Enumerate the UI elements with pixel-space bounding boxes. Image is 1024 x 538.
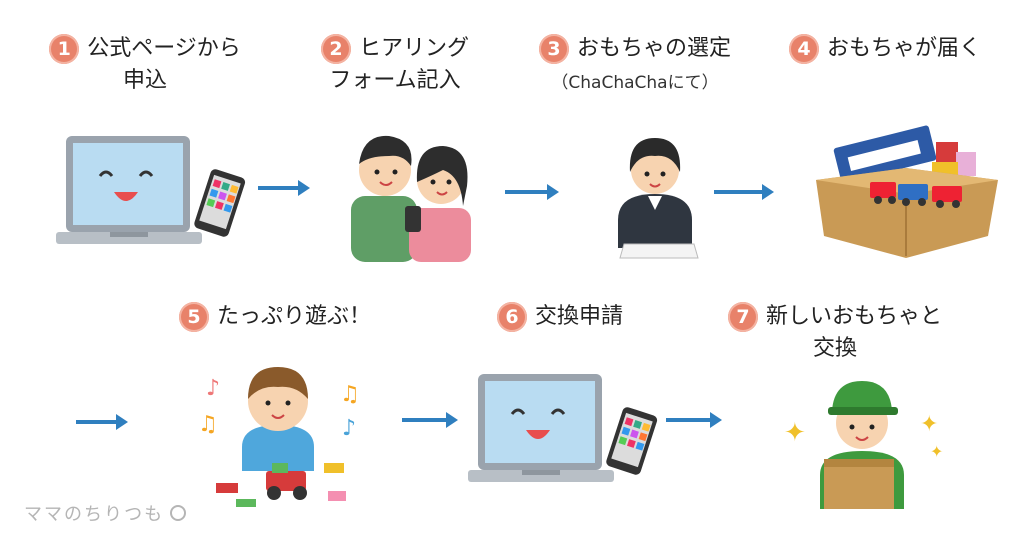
step-title-line2: フォーム記入 bbox=[329, 68, 461, 93]
step-number-badge: 3 bbox=[538, 34, 569, 64]
step-title: おもちゃの選定 bbox=[576, 36, 731, 61]
svg-text:✦: ✦ bbox=[784, 418, 806, 448]
step-2: 2 ヒアリング フォーム記入 bbox=[290, 34, 500, 98]
step-title-line2: 交換 bbox=[812, 336, 857, 361]
flow-arrow bbox=[258, 180, 310, 196]
step-number-badge: 7 bbox=[727, 302, 758, 332]
step-6: 6 交換申請 bbox=[470, 302, 650, 332]
svg-text:✦: ✦ bbox=[930, 442, 943, 461]
step-number-badge: 4 bbox=[788, 34, 819, 64]
staff-selecting-illustration bbox=[618, 138, 699, 259]
step-number-badge: 6 bbox=[496, 302, 527, 332]
flow-arrow bbox=[76, 414, 128, 430]
flow-arrow bbox=[714, 184, 774, 200]
step-3: 3 おもちゃの選定 （ChaChaChaにて） bbox=[520, 34, 750, 96]
step-title: たっぷり遊ぶ！ bbox=[216, 304, 371, 329]
step-4: 4 おもちゃが届く bbox=[770, 34, 1000, 64]
laptop-with-phone-illustration bbox=[56, 136, 246, 244]
step-title: おもちゃが届く bbox=[826, 36, 981, 61]
watermark: ママのちりつも bbox=[24, 500, 187, 526]
step-number-badge: 1 bbox=[49, 34, 80, 64]
step-title-line2: 申込 bbox=[122, 68, 167, 93]
step-5: 5 たっぷり遊ぶ！ bbox=[160, 302, 390, 332]
couple-illustration bbox=[351, 135, 471, 262]
step-title: 公式ページから bbox=[87, 36, 241, 61]
child-playing-illustration: ♪ ♫ ♫ ♪ bbox=[198, 367, 360, 507]
step-title: 交換申請 bbox=[534, 304, 623, 329]
svg-text:♫: ♫ bbox=[198, 412, 218, 437]
step-title: 新しいおもちゃと bbox=[765, 304, 942, 329]
delivery-person-illustration: ✦ ✦ ✦ bbox=[784, 381, 943, 509]
step-7: 7 新しいおもちゃと 交換 bbox=[700, 302, 970, 366]
step-number-badge: 5 bbox=[178, 302, 209, 332]
globe-icon bbox=[170, 505, 187, 521]
toy-box-illustration bbox=[816, 125, 998, 258]
svg-text:✦: ✦ bbox=[920, 412, 938, 437]
svg-text:♪: ♪ bbox=[342, 416, 356, 441]
step-number-badge: 2 bbox=[320, 34, 351, 64]
flow-arrow bbox=[505, 184, 559, 200]
step-title: ヒアリング bbox=[358, 36, 469, 61]
svg-text:♫: ♫ bbox=[340, 382, 360, 407]
laptop-with-phone-illustration bbox=[468, 374, 658, 482]
svg-text:♪: ♪ bbox=[206, 376, 220, 401]
step-1: 1 公式ページから 申込 bbox=[30, 34, 260, 98]
flow-arrow bbox=[666, 412, 722, 428]
step-subtitle: （ChaChaChaにて） bbox=[551, 73, 719, 93]
flow-arrow bbox=[402, 412, 458, 428]
watermark-text: ママのちりつも bbox=[24, 504, 165, 525]
